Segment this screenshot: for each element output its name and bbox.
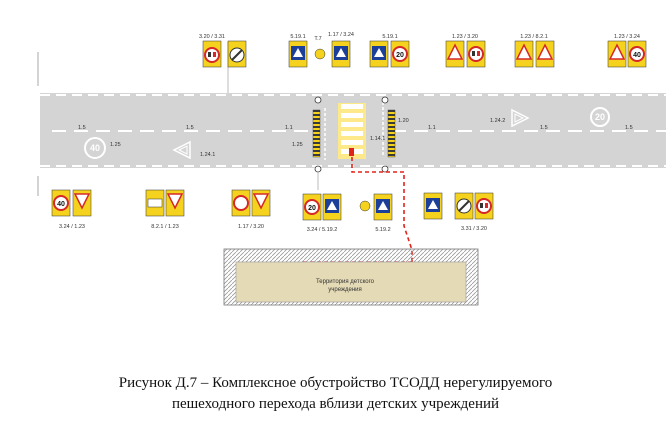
sign-code: 3.24 / 1.23 [59, 224, 85, 230]
sign-group-bottom-4: 20 3.24 / 5.19.2 [302, 172, 342, 233]
speed-40-value: 40 [57, 201, 65, 208]
sign-code: 3.31 / 3.20 [461, 226, 487, 232]
crossing-pole-top-left [314, 96, 322, 104]
marking-label: 1.5 [186, 125, 194, 131]
sign-code: 5.19.2 [375, 227, 390, 233]
sign-code: 1.17 / 3.20 [238, 224, 264, 230]
sign-code: 1.17 / 3.24 [328, 32, 354, 38]
figure-caption-line2: пешеходного перехода вблизи детских учре… [171, 396, 500, 412]
marking-label: 1.1 [285, 125, 293, 131]
sign-code: Т.7 [314, 36, 321, 42]
figure-caption-line1: Рисунок Д.7 – Комплексное обустройство Т… [118, 375, 553, 391]
marking-label: 1.24.1 [200, 152, 215, 158]
sign-code: 1.23 / 3.20 [452, 34, 478, 40]
speed-20-value: 20 [308, 205, 316, 212]
sign-group-bottom-6: 3.31 / 3.20 [423, 192, 494, 232]
sign-code: 8.2.1 / 1.23 [151, 224, 179, 230]
sign-code: 3.24 / 5.19.2 [307, 227, 338, 233]
territory-label: учреждения [328, 287, 362, 293]
sign-group-top-3: Т.7 1.17 / 3.24 [314, 32, 354, 68]
marking-label: 1.5 [78, 125, 86, 131]
sign-group-bottom-1: 40 3.24 / 1.23 [51, 189, 92, 230]
crossing-pole-top-right [381, 96, 389, 104]
marking-label: 1.25 [292, 142, 303, 148]
sign-code: 3.20 / 3.31 [199, 34, 225, 40]
marking-triangle-left [172, 140, 191, 160]
svg-text:40: 40 [90, 143, 100, 153]
crossing-pole-bottom-left [314, 165, 322, 173]
sign-group-bottom-2: 8.2.1 / 1.23 [145, 189, 185, 230]
sign-group-top-1: 3.20 / 3.31 [199, 34, 247, 93]
sign-code: 5.19.1 [290, 34, 305, 40]
svg-text:20: 20 [595, 112, 605, 122]
speed-40-value: 40 [633, 52, 641, 59]
crossing-pole-bottom-right [381, 165, 389, 173]
marking-label: 1.20 [398, 118, 409, 124]
marking-triangle-right [511, 108, 530, 128]
marking-label: 1.24.2 [490, 118, 505, 124]
barrier-left [312, 109, 321, 158]
route-start-marker [349, 148, 354, 156]
marking-speed-right: 20 [590, 107, 610, 127]
sign-code: 1.23 / 3.24 [614, 34, 640, 40]
marking-label: 1.5 [540, 125, 548, 131]
sign-group-bottom-5: 5.19.2 [359, 193, 393, 233]
child-facility-territory: Территория детского учреждения [223, 248, 479, 306]
marking-label: 1.25 [110, 142, 121, 148]
speed-20-value: 20 [396, 52, 404, 59]
marking-label: 1.14.1 [370, 136, 385, 142]
sign-group-top-2: 5.19.1 [288, 34, 308, 68]
sign-code: 1.23 / 8.2.1 [520, 34, 548, 40]
sign-group-top-5: 1.23 / 3.20 [445, 34, 486, 68]
sign-group-top-7: 40 1.23 / 3.24 [607, 34, 647, 68]
sign-group-top-4: 20 5.19.1 [369, 34, 410, 68]
barrier-right [387, 109, 396, 158]
territory-label: Территория детского [316, 279, 375, 285]
sign-group-top-6: 1.23 / 8.2.1 [514, 34, 555, 68]
sign-group-bottom-3: 1.17 / 3.20 [231, 189, 271, 230]
sign-code: 5.19.1 [382, 34, 397, 40]
marking-label: 1.5 [625, 125, 633, 131]
marking-speed-left: 40 [84, 137, 106, 159]
marking-label: 1.1 [428, 125, 436, 131]
